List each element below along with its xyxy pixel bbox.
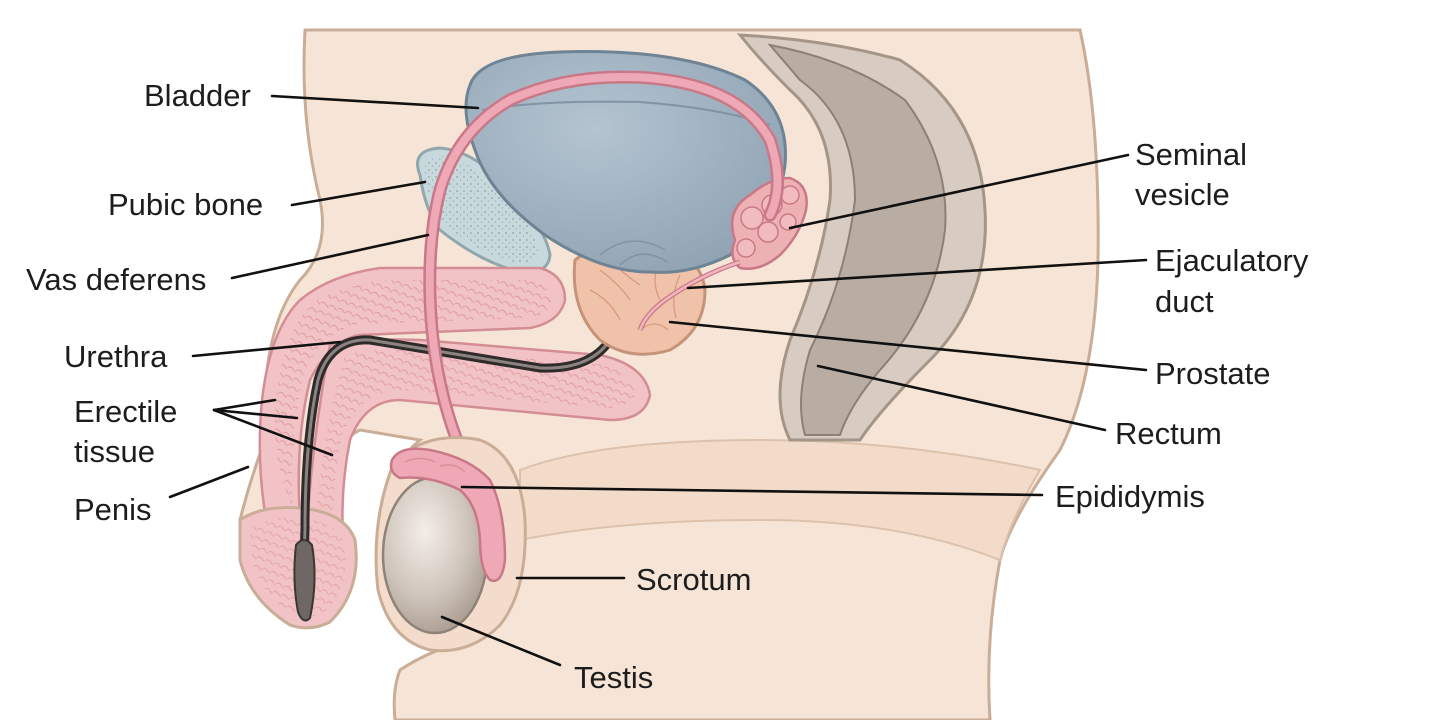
labels: Bladder Pubic bone Vas deferens Urethra … [26, 78, 1309, 695]
label-epididymis: Epididymis [1055, 479, 1205, 514]
label-bladder: Bladder [144, 78, 251, 113]
leader-erectile-a [212, 398, 277, 412]
leader-penis [168, 465, 250, 499]
leader-prostate [668, 320, 1148, 372]
leader-epididymis [460, 485, 1044, 497]
label-ejaculatory-line1: Ejaculatory [1155, 243, 1309, 278]
bladder [464, 50, 787, 274]
label-seminal-line1: Seminal [1135, 137, 1247, 172]
leader-erectile-c [212, 408, 334, 457]
leader-testis [440, 615, 562, 667]
pubic-bone [416, 146, 552, 274]
label-pubic-bone: Pubic bone [108, 187, 263, 222]
leader-pubic-bone [290, 180, 427, 207]
leader-vas-deferens [230, 233, 430, 280]
leader-erectile-b [212, 408, 299, 420]
rectum [736, 33, 987, 442]
label-rectum: Rectum [1115, 416, 1222, 451]
label-testis: Testis [574, 660, 653, 695]
label-urethra: Urethra [64, 339, 168, 374]
seminal-vesicle [637, 176, 808, 331]
label-erectile-line2: tissue [74, 434, 155, 469]
leader-ejaculatory-duct [686, 258, 1148, 290]
epididymis [389, 447, 507, 583]
leader-lines [168, 94, 1148, 667]
label-prostate: Prostate [1155, 356, 1270, 391]
leader-rectum [816, 364, 1107, 432]
label-penis: Penis [74, 492, 152, 527]
label-scrotum: Scrotum [636, 562, 751, 597]
label-seminal-line2: vesicle [1135, 177, 1230, 212]
leader-seminal-vesicle [788, 153, 1130, 230]
leader-bladder [270, 94, 480, 110]
label-ejaculatory-line2: duct [1155, 284, 1214, 319]
label-erectile-line1: Erectile [74, 394, 177, 429]
leader-urethra [191, 340, 342, 358]
label-vas-deferens: Vas deferens [26, 262, 206, 297]
